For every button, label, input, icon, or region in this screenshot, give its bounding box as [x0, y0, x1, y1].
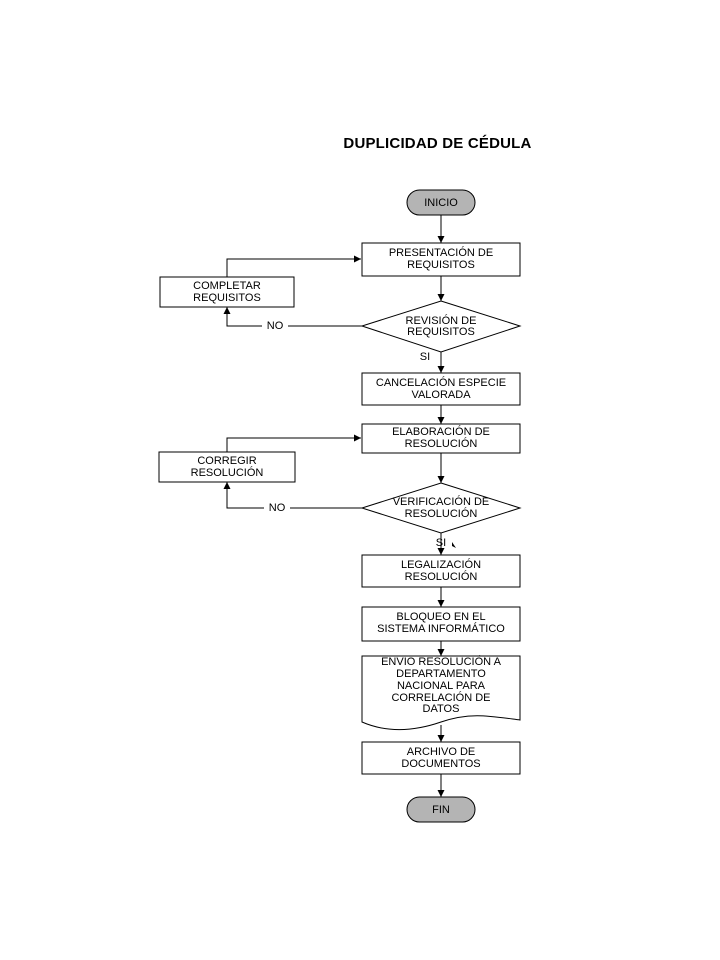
node-bloqueo: BLOQUEO EN EL SISTEMA INFORMÁTICO	[361, 606, 521, 642]
edge-completar-presentacion	[226, 255, 361, 277]
edge-verificacion-corregir	[223, 482, 362, 509]
node-bloqueo-line1: BLOQUEO EN EL	[396, 611, 485, 623]
node-elaboracion-line1: ELABORACIÓN DE	[392, 425, 490, 438]
node-archivo: ARCHIVO DE DOCUMENTOS	[361, 741, 521, 775]
node-archivo-line2: DOCUMENTOS	[401, 758, 480, 770]
node-cancelacion-line2: VALORADA	[411, 389, 471, 401]
node-verificacion: VERIFICACIÓN DE RESOLUCIÓN	[360, 482, 522, 534]
node-envio-line4: CORRELACIÓN DE	[391, 691, 490, 704]
connectors	[223, 215, 456, 797]
node-elaboracion: ELABORACIÓN DE RESOLUCIÓN	[361, 423, 521, 454]
node-inicio-label: INICIO	[424, 197, 458, 209]
node-elaboracion-line2: RESOLUCIÓN	[405, 437, 478, 450]
node-inicio: INICIO	[406, 189, 476, 216]
node-envio-line2: DEPARTAMENTO	[396, 668, 486, 680]
node-corregir-line2: RESOLUCIÓN	[191, 466, 264, 479]
label-bg-verificacion-no	[264, 500, 290, 514]
node-fin: FIN	[406, 796, 476, 823]
node-envio-line1: ENVIO RESOLUCIÓN A	[381, 655, 501, 668]
node-legalizacion-line1: LEGALIZACIÓN	[401, 558, 481, 571]
node-completar: COMPLETAR REQUISITOS	[159, 276, 295, 308]
node-completar-line2: REQUISITOS	[193, 292, 261, 304]
label-revision-no: NO	[267, 320, 284, 332]
label-bg-revision-no	[262, 318, 288, 332]
label-revision-si: SI	[420, 351, 430, 363]
node-fin-label: FIN	[432, 804, 450, 816]
node-bloqueo-line2: SISTEMA INFORMÁTICO	[377, 622, 505, 635]
node-completar-line1: COMPLETAR	[193, 280, 261, 292]
node-revision-line1: REVISIÓN DE	[406, 314, 477, 327]
edge-corregir-elaboracion	[226, 434, 361, 452]
node-verificacion-line1: VERIFICACIÓN DE	[393, 495, 490, 508]
node-corregir: CORREGIR RESOLUCIÓN	[158, 451, 296, 483]
node-legalizacion: LEGALIZACIÓN RESOLUCIÓN	[361, 554, 521, 588]
node-presentacion: PRESENTACIÓN DE REQUISITOS	[361, 242, 521, 277]
node-cancelacion: CANCELACIÓN ESPECIE VALORADA	[361, 372, 521, 406]
node-corregir-line1: CORREGIR	[197, 455, 256, 467]
node-legalizacion-line2: RESOLUCIÓN	[405, 570, 478, 583]
node-presentacion-line1: PRESENTACIÓN DE	[389, 246, 493, 259]
diagram-title: DUPLICIDAD DE CÉDULA	[343, 135, 532, 152]
node-envio: ENVIO RESOLUCIÓN A DEPARTAMENTO NACIONAL…	[361, 655, 521, 730]
node-cancelacion-line1: CANCELACIÓN ESPECIE	[376, 376, 506, 389]
node-revision-line2: REQUISITOS	[407, 326, 475, 338]
node-archivo-line1: ARCHIVO DE	[407, 746, 475, 758]
node-envio-line5: DATOS	[423, 703, 460, 715]
label-verificacion-no: NO	[269, 502, 286, 514]
node-envio-line3: NACIONAL PARA	[397, 680, 486, 692]
node-revision: REVISIÓN DE REQUISITOS	[360, 300, 522, 353]
edge-revision-completar	[223, 307, 362, 327]
stray-mark	[452, 542, 456, 548]
node-verificacion-line2: RESOLUCIÓN	[405, 507, 478, 520]
label-verificacion-si: SI	[436, 537, 446, 549]
node-presentacion-line2: REQUISITOS	[407, 259, 475, 271]
